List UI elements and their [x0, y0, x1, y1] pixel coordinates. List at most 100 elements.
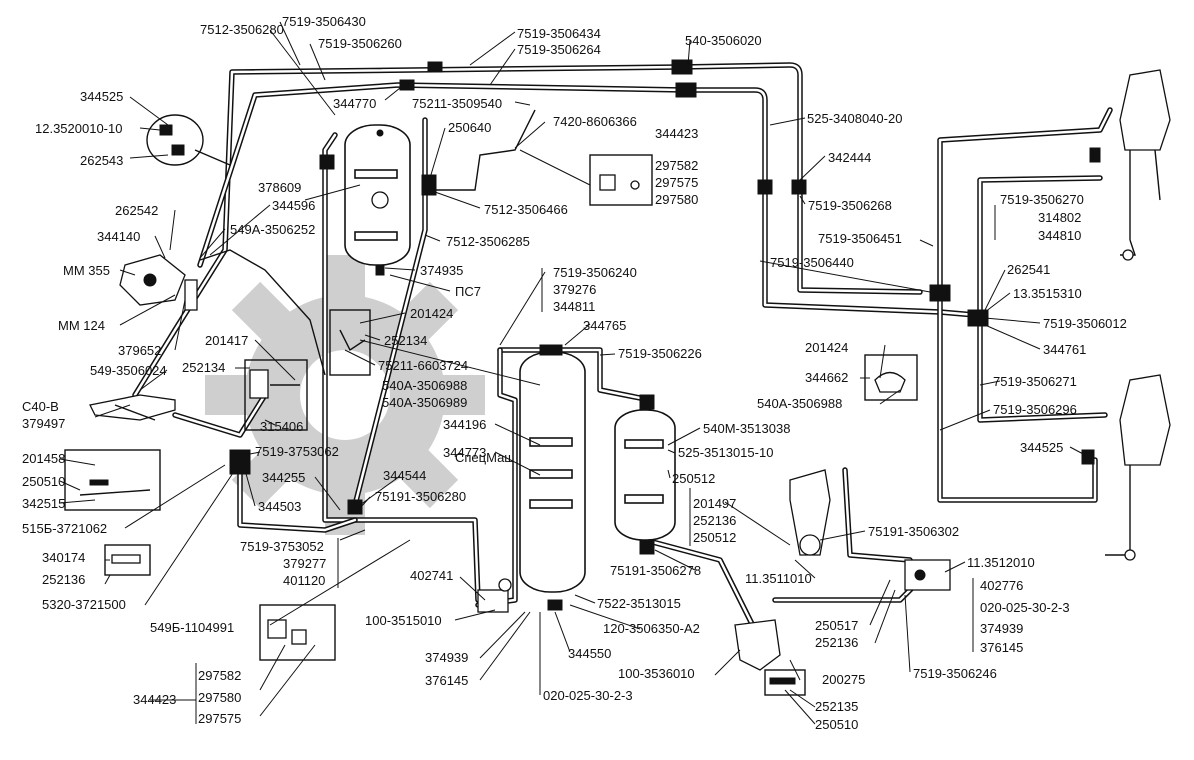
inset-box-bottom-left	[259, 604, 336, 661]
part-label: 344196	[443, 417, 486, 432]
part-label: 342515	[22, 496, 65, 511]
part-label: 7519-3506296	[993, 402, 1077, 417]
part-label: 297575	[655, 175, 698, 190]
part-label: ММ 124	[58, 318, 105, 333]
part-label: 540А-3506989	[382, 395, 467, 410]
part-label: 7519-3506268	[808, 198, 892, 213]
drain-valve	[477, 578, 512, 613]
part-label: 344765	[583, 318, 626, 333]
part-label: 252136	[42, 572, 85, 587]
part-label: 252136	[815, 635, 858, 650]
part-label: 262541	[1007, 262, 1050, 277]
brake-pedal	[89, 394, 176, 421]
part-label: 344140	[97, 229, 140, 244]
part-label: 297580	[198, 690, 241, 705]
part-label: 250640	[448, 120, 491, 135]
part-label: 201497	[693, 496, 736, 511]
part-label: 344503	[258, 499, 301, 514]
part-label: 315406	[260, 419, 303, 434]
part-label: 11.3512010	[967, 555, 1035, 570]
inset-box-bolt	[104, 544, 151, 576]
part-label: 297580	[655, 192, 698, 207]
part-label: 252135	[815, 699, 858, 714]
part-label: 540А-3506988	[382, 378, 467, 393]
part-label: 7519-3506246	[913, 666, 997, 681]
part-label: 201417	[205, 333, 248, 348]
compressor-group	[119, 254, 198, 311]
part-label: 525-3513015-10	[678, 445, 773, 460]
part-label: 7519-3506270	[1000, 192, 1084, 207]
part-label: 344811	[553, 299, 595, 314]
part-label: 344525	[80, 89, 123, 104]
part-label: 262542	[115, 203, 158, 218]
part-label: 540М-3513038	[703, 421, 790, 436]
part-label: 7519-3753052	[240, 539, 324, 554]
part-label: 374935	[420, 263, 463, 278]
inset-box-bottom-center	[764, 669, 806, 696]
part-label: 7519-3506240	[553, 265, 637, 280]
part-label: 344596	[272, 198, 315, 213]
part-label: 250510	[22, 474, 65, 489]
part-label: 401120	[283, 573, 325, 588]
part-label: 344810	[1038, 228, 1081, 243]
part-label: 13.3515310	[1013, 286, 1082, 301]
part-label: 344423	[655, 126, 698, 141]
connectors	[229, 59, 1101, 611]
part-label: 7512-3506466	[484, 202, 568, 217]
pressure-regulator	[734, 619, 781, 671]
part-label: 344773	[443, 445, 486, 460]
inset-box-left	[64, 449, 161, 511]
part-label: 100-3515010	[365, 613, 442, 628]
water-separator	[789, 469, 831, 556]
part-label: 379652	[118, 343, 161, 358]
tank-upper-left	[344, 124, 411, 276]
part-label: 7519-3506440	[770, 255, 854, 270]
part-label: 344423	[133, 692, 176, 707]
part-label: 379277	[283, 556, 326, 571]
brake-chamber-upper	[1119, 69, 1171, 261]
part-label: 7519-3753062	[255, 444, 339, 459]
part-label: 201424	[805, 340, 848, 355]
part-label: 7519-3506430	[282, 14, 366, 29]
part-label: 11.3511010	[745, 571, 812, 586]
valve-top-left	[146, 114, 231, 166]
part-label: 549Б-1104991	[150, 620, 234, 635]
inset-box-top-center	[589, 154, 653, 206]
part-label: 7420-8606366	[553, 114, 637, 129]
part-label: 7519-3506264	[517, 42, 601, 57]
part-label: 7519-3506226	[618, 346, 702, 361]
part-label: 7519-3506271	[993, 374, 1077, 389]
part-label: 344550	[568, 646, 611, 661]
part-label: 252134	[182, 360, 225, 375]
part-label: 540А-3506988	[757, 396, 842, 411]
part-label: 020-025-30-2-3	[543, 688, 633, 703]
tank-right	[614, 409, 676, 541]
part-label: 402741	[410, 568, 453, 583]
part-label: 515Б-3721062	[22, 521, 107, 536]
part-label: 7512-3506280	[200, 22, 284, 37]
part-label: 75211-6603724	[378, 358, 468, 373]
bracket-lines	[150, 205, 996, 724]
part-label: ММ 355	[63, 263, 110, 278]
part-label: 250517	[815, 618, 858, 633]
part-label: 344662	[805, 370, 848, 385]
part-label: 314802	[1038, 210, 1081, 225]
inset-box-upper-left	[244, 359, 308, 431]
part-label: С40-В	[22, 399, 59, 414]
part-label: 297582	[198, 668, 241, 683]
part-label: 297575	[198, 711, 241, 726]
part-label: 12.3520010-10	[35, 121, 122, 136]
part-label: 75191-3506278	[610, 563, 701, 578]
part-label: 525-3408040-20	[807, 111, 902, 126]
brake-chamber-lower	[1105, 374, 1171, 561]
watermark-text: СпецМаш	[455, 450, 515, 465]
part-label: 250512	[693, 530, 736, 545]
part-label: 201458	[22, 451, 65, 466]
part-label: 344525	[1020, 440, 1063, 455]
part-label: 344255	[262, 470, 305, 485]
part-label: 376145	[980, 640, 1023, 655]
part-label: 5320-3721500	[42, 597, 126, 612]
part-label: 402776	[980, 578, 1023, 593]
part-label: 549А-3506252	[230, 222, 315, 237]
part-label: 7522-3513015	[597, 596, 681, 611]
